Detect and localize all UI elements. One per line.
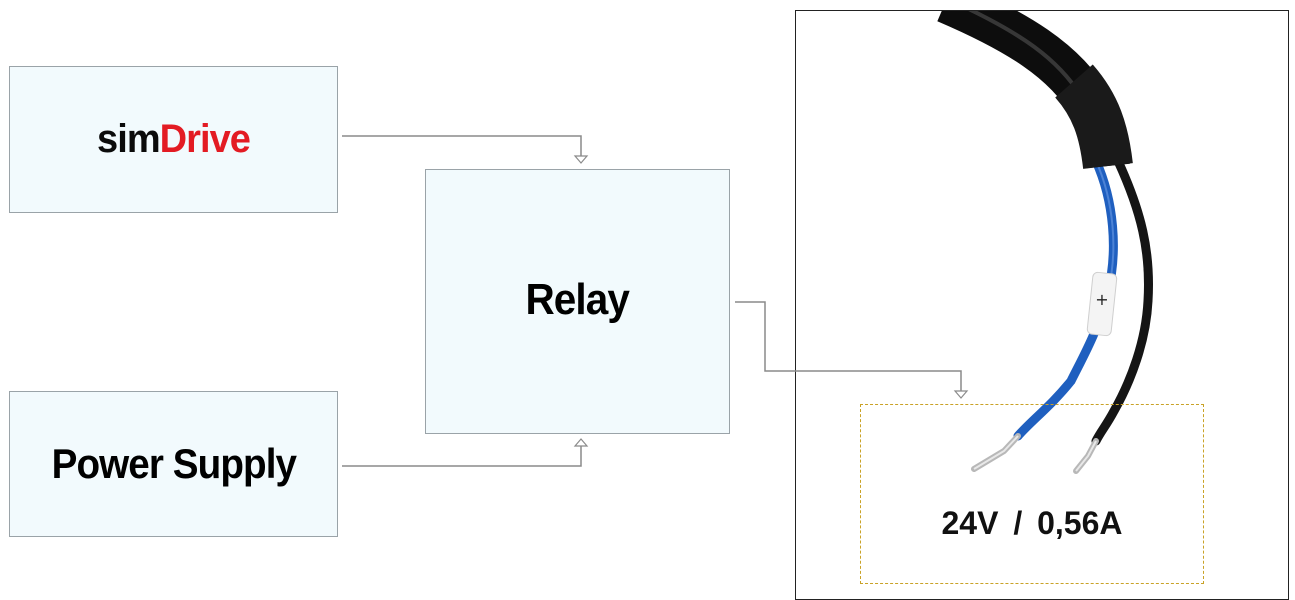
- connector-layer: [342, 135, 969, 467]
- arrowhead-down-icon: [573, 155, 589, 164]
- wire-marker-plus: +: [1095, 290, 1108, 309]
- wire-marker-sleeve: [1086, 271, 1118, 337]
- power-supply-block: Power Supply: [9, 391, 338, 537]
- arrowhead-up-icon: [573, 438, 589, 447]
- simdrive-block: simDrive: [9, 66, 338, 213]
- output-spec-label: 24V / 0,56A: [941, 505, 1123, 541]
- relay-label: Relay: [525, 275, 630, 324]
- connector-power-relay: [342, 446, 582, 467]
- power-supply-label: Power Supply: [51, 440, 296, 487]
- black-wire: [1091, 156, 1153, 446]
- cable-illustration: +: [937, 11, 1153, 474]
- cable-photo-panel: +: [795, 10, 1289, 600]
- connector-simdrive-relay: [342, 135, 582, 156]
- simdrive-logo: simDrive: [97, 117, 251, 162]
- heat-shrink: [1054, 64, 1133, 170]
- arrowhead-down-icon: [953, 390, 969, 399]
- relay-block: Relay: [425, 169, 730, 434]
- output-spec-box: 24V / 0,56A: [860, 404, 1204, 584]
- simdrive-logo-drive: Drive: [159, 117, 251, 161]
- simdrive-logo-sim: sim: [97, 117, 161, 161]
- connector-relay-output: [735, 301, 962, 391]
